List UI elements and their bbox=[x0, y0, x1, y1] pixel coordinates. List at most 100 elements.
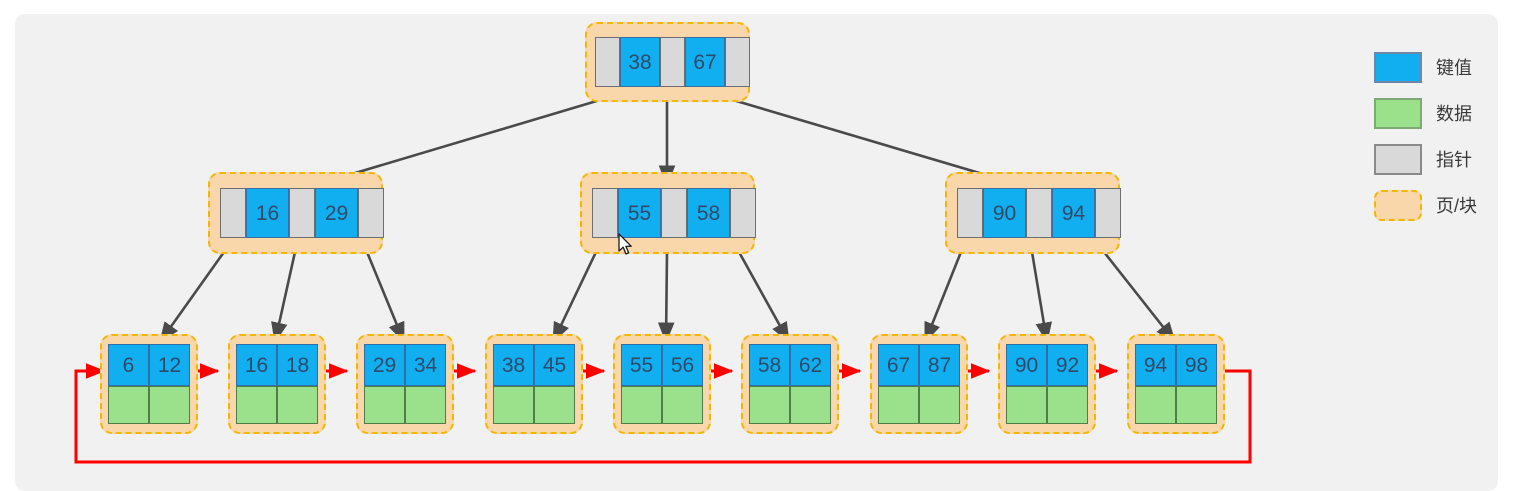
orange-dashed-square-icon bbox=[1374, 189, 1422, 221]
leaf-2-data-row bbox=[236, 386, 318, 424]
leaf-7-data-0[interactable] bbox=[878, 386, 919, 424]
leaf-6-key-1[interactable]: 62 bbox=[790, 344, 831, 386]
internal-3-key-0[interactable]: 90 bbox=[983, 188, 1026, 238]
leaf-9-key-0[interactable]: 94 bbox=[1135, 344, 1176, 386]
node-leaf-4[interactable]: 38 45 bbox=[493, 344, 575, 424]
node-leaf-7[interactable]: 67 87 bbox=[878, 344, 960, 424]
leaf-7-data-1[interactable] bbox=[919, 386, 960, 424]
leaf-1-key-0[interactable]: 6 bbox=[108, 344, 149, 386]
node-root[interactable]: 38 67 bbox=[595, 37, 750, 87]
internal-1-key-0[interactable]: 16 bbox=[246, 188, 289, 238]
leaf-4-data-1[interactable] bbox=[534, 386, 575, 424]
root-key-0[interactable]: 38 bbox=[620, 37, 660, 87]
leaf-9-data-0[interactable] bbox=[1135, 386, 1176, 424]
internal-1-key-1[interactable]: 29 bbox=[315, 188, 358, 238]
internal-3-pointer-0[interactable] bbox=[957, 188, 983, 238]
leaf-1-data-1[interactable] bbox=[149, 386, 190, 424]
leaf-4-key-1[interactable]: 45 bbox=[534, 344, 575, 386]
leaf-9-key-1[interactable]: 98 bbox=[1176, 344, 1217, 386]
leaf-4-data-row bbox=[493, 386, 575, 424]
leaf-2-key-1[interactable]: 18 bbox=[277, 344, 318, 386]
root-pointer-2[interactable] bbox=[725, 37, 750, 87]
legend-label-data: 数据 bbox=[1436, 104, 1472, 124]
internal-2-key-0[interactable]: 55 bbox=[618, 188, 661, 238]
node-internal-1[interactable]: 16 29 bbox=[220, 188, 384, 238]
blue-square-icon bbox=[1374, 51, 1422, 83]
leaf-3-key-0[interactable]: 29 bbox=[364, 344, 405, 386]
leaf-6-data-1[interactable] bbox=[790, 386, 831, 424]
leaf-7-key-1[interactable]: 87 bbox=[919, 344, 960, 386]
leaf-9-key-row: 94 98 bbox=[1135, 344, 1217, 386]
internal-2-pointer-1[interactable] bbox=[661, 188, 687, 238]
leaf-9-data-1[interactable] bbox=[1176, 386, 1217, 424]
node-internal-3[interactable]: 90 94 bbox=[957, 188, 1121, 238]
leaf-8-data-1[interactable] bbox=[1047, 386, 1088, 424]
leaf-5-data-1[interactable] bbox=[662, 386, 703, 424]
internal-1-pointer-2[interactable] bbox=[358, 188, 384, 238]
leaf-2-data-1[interactable] bbox=[277, 386, 318, 424]
node-leaf-3[interactable]: 29 34 bbox=[364, 344, 446, 424]
internal-2-key-1[interactable]: 58 bbox=[687, 188, 730, 238]
edge-internal-2-to-leaf-5 bbox=[657, 251, 675, 344]
green-square-icon bbox=[1374, 97, 1422, 129]
leaf-7-data-row bbox=[878, 386, 960, 424]
internal-2-pointer-0[interactable] bbox=[592, 188, 618, 238]
leaf-8-key-0[interactable]: 90 bbox=[1006, 344, 1047, 386]
leaf-1-key-row: 6 12 bbox=[108, 344, 190, 386]
edge-internal-2-to-leaf-4 bbox=[551, 251, 598, 344]
node-leaf-8[interactable]: 90 92 bbox=[1006, 344, 1088, 424]
node-leaf-9[interactable]: 94 98 bbox=[1135, 344, 1217, 424]
leaf-3-key-1[interactable]: 34 bbox=[405, 344, 446, 386]
leaf-4-key-0[interactable]: 38 bbox=[493, 344, 534, 386]
leaf-3-data-0[interactable] bbox=[364, 386, 405, 424]
leaf-3-data-row bbox=[364, 386, 446, 424]
node-leaf-1[interactable]: 6 12 bbox=[108, 344, 190, 424]
edge-internal-3-to-leaf-7 bbox=[923, 251, 963, 344]
leaf-7-key-row: 67 87 bbox=[878, 344, 960, 386]
legend-label-page: 页/块 bbox=[1436, 196, 1478, 216]
leaf-6-data-0[interactable] bbox=[749, 386, 790, 424]
leaf-8-key-1[interactable]: 92 bbox=[1047, 344, 1088, 386]
internal-2-pointer-2[interactable] bbox=[730, 188, 756, 238]
leaf-8-key-row: 90 92 bbox=[1006, 344, 1088, 386]
leaf-6-key-row: 58 62 bbox=[749, 344, 831, 386]
root-pointer-0[interactable] bbox=[595, 37, 620, 87]
leaf-6-data-row bbox=[749, 386, 831, 424]
leaf-8-data-0[interactable] bbox=[1006, 386, 1047, 424]
leaf-3-key-row: 29 34 bbox=[364, 344, 446, 386]
leaf-6-key-0[interactable]: 58 bbox=[749, 344, 790, 386]
node-leaf-2[interactable]: 16 18 bbox=[236, 344, 318, 424]
legend: 键值 数据 指针 页/块 bbox=[1374, 48, 1504, 232]
leaf-2-key-0[interactable]: 16 bbox=[236, 344, 277, 386]
root-key-1[interactable]: 67 bbox=[685, 37, 725, 87]
grey-square-icon bbox=[1374, 143, 1422, 175]
leaf-7-key-0[interactable]: 67 bbox=[878, 344, 919, 386]
leaf-9-data-row bbox=[1135, 386, 1217, 424]
legend-item-key: 键值 bbox=[1374, 48, 1504, 86]
legend-item-pointer: 指针 bbox=[1374, 140, 1504, 178]
leaf-5-key-1[interactable]: 56 bbox=[662, 344, 703, 386]
leaf-1-key-1[interactable]: 12 bbox=[149, 344, 190, 386]
leaf-3-data-1[interactable] bbox=[405, 386, 446, 424]
node-leaf-6[interactable]: 58 62 bbox=[749, 344, 831, 424]
internal-3-pointer-1[interactable] bbox=[1026, 188, 1052, 238]
leaf-5-key-row: 55 56 bbox=[621, 344, 703, 386]
node-internal-2[interactable]: 55 58 bbox=[592, 188, 756, 238]
leaf-4-data-0[interactable] bbox=[493, 386, 534, 424]
internal-3-pointer-2[interactable] bbox=[1095, 188, 1121, 238]
leaf-5-data-0[interactable] bbox=[621, 386, 662, 424]
internal-3-key-1[interactable]: 94 bbox=[1052, 188, 1095, 238]
legend-item-page: 页/块 bbox=[1374, 186, 1504, 224]
edge-internal-1-to-leaf-2 bbox=[271, 251, 297, 344]
legend-label-pointer: 指针 bbox=[1436, 150, 1472, 170]
node-leaf-5[interactable]: 55 56 bbox=[621, 344, 703, 424]
leaf-5-data-row bbox=[621, 386, 703, 424]
leaf-4-key-row: 38 45 bbox=[493, 344, 575, 386]
root-pointer-1[interactable] bbox=[660, 37, 685, 87]
leaf-5-key-0[interactable]: 55 bbox=[621, 344, 662, 386]
internal-1-pointer-1[interactable] bbox=[289, 188, 315, 238]
leaf-1-data-0[interactable] bbox=[108, 386, 149, 424]
internal-1-pointer-0[interactable] bbox=[220, 188, 246, 238]
leaf-2-data-0[interactable] bbox=[236, 386, 277, 424]
